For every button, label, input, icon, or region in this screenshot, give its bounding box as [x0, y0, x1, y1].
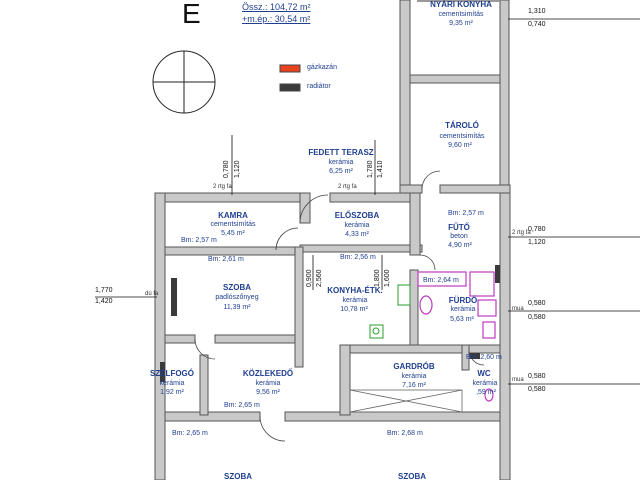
- dim-left-1-top: 1,770: [95, 287, 113, 294]
- height-futo: Bm: 2,57 m: [448, 210, 484, 217]
- dim-left-1-bottom: 1,420: [95, 298, 113, 305]
- wall-note-du: dú fa: [145, 291, 159, 297]
- room-konyha-etkezo: KONYHA-ÉTK.: [327, 286, 383, 295]
- room-szelfogo: SZÉLFOGÓ: [150, 369, 194, 378]
- height-furdo: Bm: 2,64 m: [423, 277, 459, 284]
- height-kamra: Bm: 2,57 m: [181, 237, 217, 244]
- room-nyari-konyha: NYÁRI KONYHA: [430, 0, 492, 9]
- room-szoba-1-material: padlószőnyeg: [215, 294, 259, 301]
- room-szoba-3: SZOBA: [398, 472, 426, 481]
- height-konyha: Bm: 2,56 m: [340, 254, 376, 261]
- walls: [154, 0, 511, 480]
- legend-swatch-gazkazan: [279, 64, 301, 73]
- room-tarolo-material: cementsimítás: [439, 133, 485, 140]
- room-kamra-area: 5,45 m²: [221, 230, 245, 237]
- room-konyha-material: kerámia: [342, 297, 368, 304]
- height-kozlekedo: Bm: 2,65 m: [224, 402, 260, 409]
- wardrobe-shelves: [349, 389, 463, 413]
- height-szoba-3: Bm: 2,68 m: [387, 430, 423, 437]
- dim-kamra-a: 0,780: [223, 160, 230, 178]
- compass-letter: E: [182, 0, 201, 29]
- dim-right-4-bottom: 0,580: [528, 386, 546, 393]
- room-futo: FŰTŐ: [448, 223, 470, 232]
- room-eloszoba-material: kerámia: [344, 222, 370, 229]
- dim-right-1-top: 1,310: [528, 8, 546, 15]
- dim-konyha-1a: 0,900: [306, 269, 313, 287]
- dim-right-2-bottom: 1,120: [528, 239, 546, 246]
- room-futo-area: 4,90 m²: [448, 242, 472, 249]
- room-fedett-terasz-area: 6,25 m²: [329, 168, 353, 175]
- room-gardrob-area: 7,16 m²: [402, 382, 426, 389]
- room-szelfogo-material: kerámia: [159, 380, 185, 387]
- dim-konyha-1b: 2,560: [316, 269, 323, 287]
- dimension-lines: [95, 18, 640, 385]
- room-eloszoba-area: 4,33 m²: [345, 231, 369, 238]
- room-tarolo-area: 9,60 m²: [448, 142, 472, 149]
- room-kozlekedo: KÖZLEKEDŐ: [242, 369, 294, 378]
- room-gardrob: GARDRÓB: [393, 362, 435, 371]
- room-kozlekedo-material: kerámia: [255, 380, 281, 387]
- dim-terasz-b: 1,410: [377, 160, 384, 178]
- legend-label-radiator: radiátor: [307, 83, 331, 90]
- dim-right-3-bottom: 0,580: [528, 314, 546, 321]
- room-konyha-area: 10,78 m²: [340, 306, 368, 313]
- radiators: [160, 265, 500, 382]
- room-furdo-material: kerámia: [450, 306, 476, 313]
- wall-note-mua-2: mua: [512, 377, 524, 383]
- dim-kamra-b: 1,120: [234, 160, 241, 178]
- room-szelfogo-area: 1,92 m²: [160, 389, 184, 396]
- wall-note-rtg-2: 2 rtg fa: [338, 184, 357, 190]
- legend-label-gazkazan: gázkazán: [307, 64, 337, 71]
- room-szoba-1-area: 11,39 m²: [223, 304, 251, 311]
- room-furdo-area: 5,63 m²: [450, 316, 474, 323]
- legend-swatch-radiator: [279, 83, 301, 92]
- room-szoba-2: SZOBA: [224, 472, 252, 481]
- dim-right-2-top: 0,780: [528, 226, 546, 233]
- dim-terasz-a: 1,780: [367, 160, 374, 178]
- room-kozlekedo-area: 9,56 m²: [256, 389, 280, 396]
- room-fedett-terasz: FEDETT TERASZ: [308, 148, 374, 157]
- wall-note-rtg-3: 2 rtg fa: [512, 230, 531, 236]
- height-szoba-2: Bm: 2,65 m: [172, 430, 208, 437]
- room-wc-area: ,59 m²: [476, 389, 496, 396]
- dim-konyha-2b: 1,600: [384, 269, 391, 287]
- compass-icon: [152, 50, 216, 114]
- bathroom-fixtures: [417, 271, 497, 402]
- kitchen-fixtures: [369, 284, 411, 339]
- room-futo-material: beton: [450, 233, 468, 240]
- room-kamra: KAMRA: [218, 211, 248, 220]
- dim-right-4-top: 0,580: [528, 373, 546, 380]
- room-kamra-material: cementsimítás: [210, 221, 256, 228]
- room-wc-material: kerámia: [472, 380, 498, 387]
- room-nyari-konyha-area: 9,35 m²: [449, 20, 473, 27]
- room-nyari-konyha-material: cementsimítás: [438, 11, 484, 18]
- dim-right-1-bottom: 0,740: [528, 21, 546, 28]
- height-wc: Bm: 2,60 m: [466, 354, 502, 361]
- room-fedett-terasz-material: kerámia: [328, 159, 354, 166]
- room-furdo: FÜRDŐ: [448, 296, 478, 305]
- room-szoba-1: SZOBA: [223, 283, 251, 292]
- room-wc: WC: [477, 369, 491, 378]
- height-szoba-1: Bm: 2,61 m: [208, 256, 244, 263]
- covered-area: +m.ép.: 30,54 m²: [242, 14, 311, 24]
- doors: [194, 170, 485, 442]
- dim-right-3-top: 0,580: [528, 300, 546, 307]
- room-eloszoba: ELŐSZOBA: [334, 211, 380, 220]
- wall-note-mua-1: mua: [512, 306, 524, 312]
- room-gardrob-material: kerámia: [401, 373, 427, 380]
- room-tarolo: TÁROLÓ: [445, 121, 479, 130]
- dim-konyha-2a: 1,800: [374, 269, 381, 287]
- wall-note-rtg-1: 2 rtg fa: [213, 184, 232, 190]
- total-area: Össz.: 104,72 m²: [242, 2, 311, 12]
